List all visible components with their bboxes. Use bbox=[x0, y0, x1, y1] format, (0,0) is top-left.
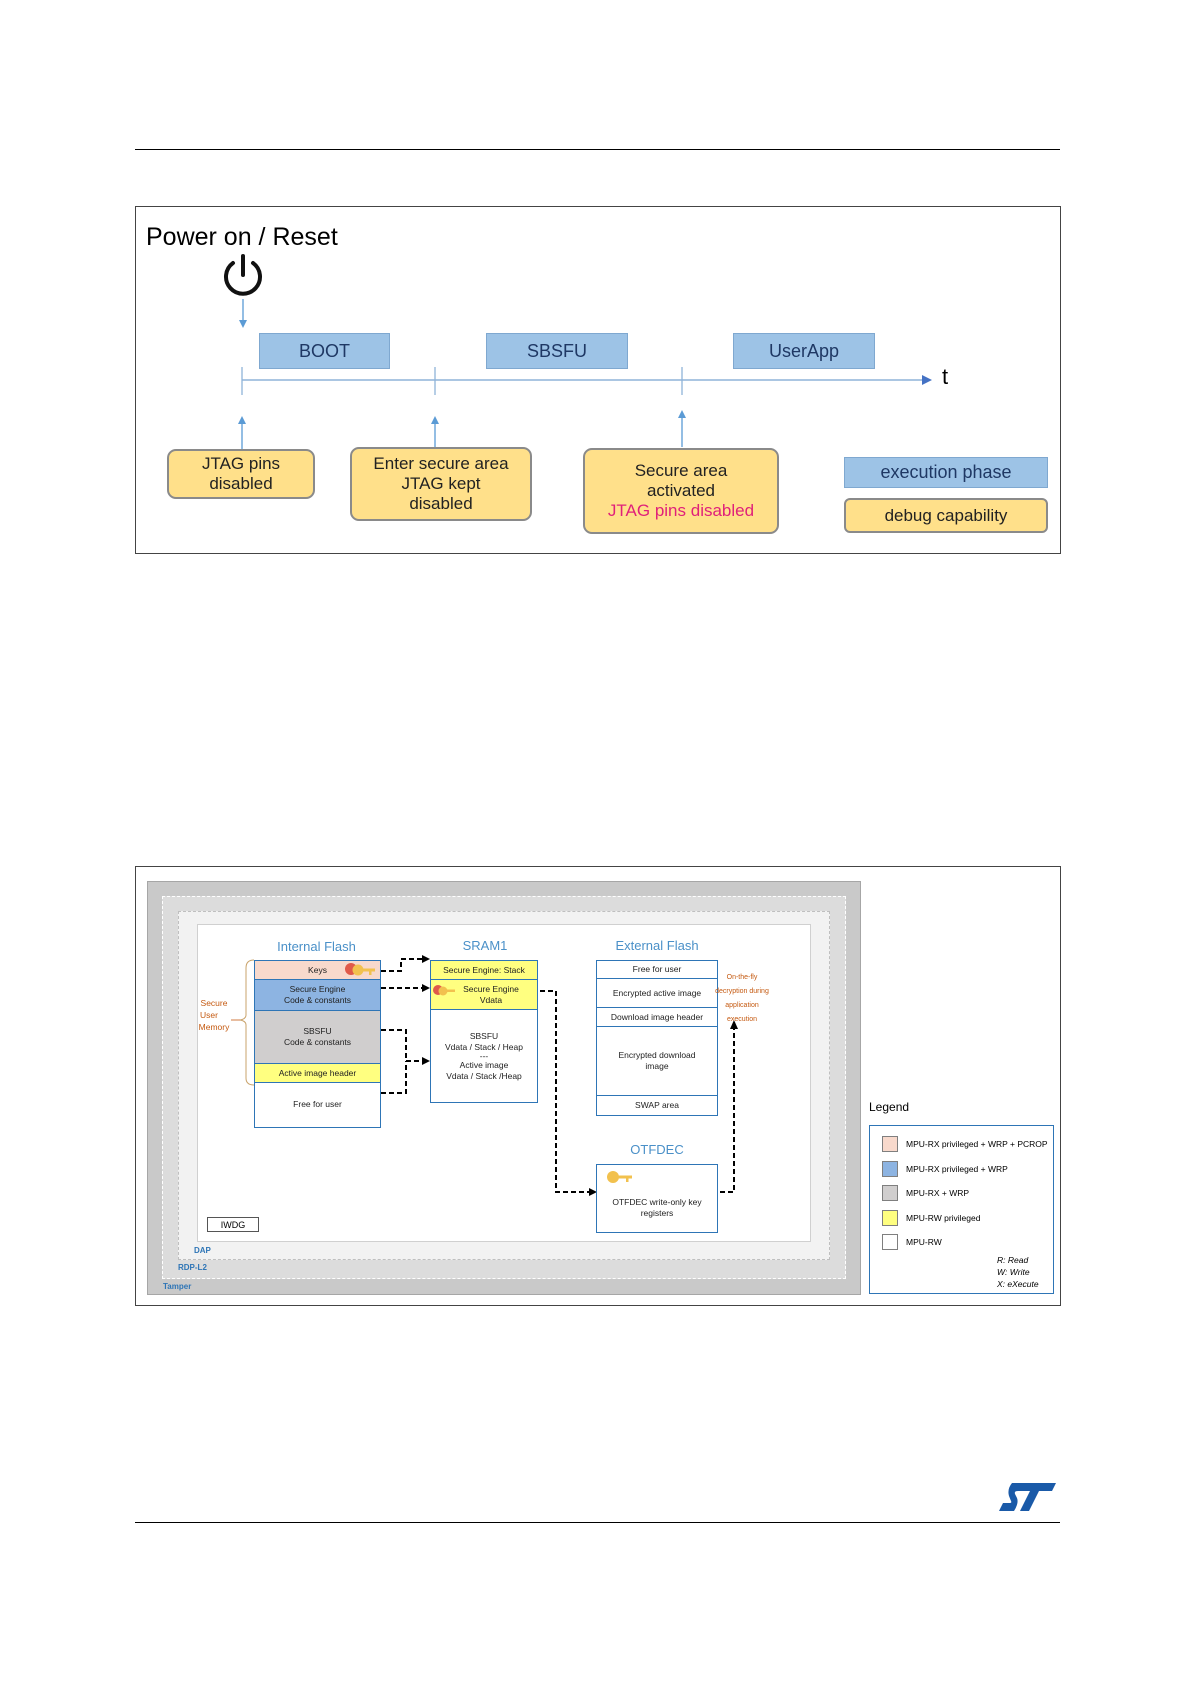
internal-flash-title: Internal Flash bbox=[277, 939, 356, 954]
se-vdata-cell: Secure Engine Vdata bbox=[431, 980, 537, 1010]
external-flash-column: Free for user Encrypted active image Dow… bbox=[596, 960, 718, 1116]
sram-sbsfu-cell: SBSFU Vdata / Stack / Heap --- Active im… bbox=[445, 1030, 523, 1081]
sram1-column: Secure Engine: Stack Secure Engine Vdata… bbox=[430, 960, 538, 1103]
key-icon-keys bbox=[345, 963, 375, 976]
if-free-cell: Free for user bbox=[293, 1099, 342, 1109]
phase-sbsfu: SBSFU bbox=[486, 333, 628, 369]
se-stack-cell: Secure Engine: Stack bbox=[431, 961, 537, 980]
enc-active-cell: Encrypted active image bbox=[597, 979, 717, 1008]
legend-item: MPU-RX + WRP bbox=[882, 1185, 969, 1201]
legend-swatch bbox=[882, 1234, 898, 1250]
secure-user-memory-label: Secure User Memory bbox=[198, 998, 230, 1032]
legend-item: MPU-RX privileged + WRP bbox=[882, 1161, 1008, 1177]
legend-execution-phase: execution phase bbox=[844, 457, 1048, 488]
header-rule bbox=[135, 149, 1060, 150]
iwdg-box: IWDG bbox=[207, 1217, 259, 1232]
internal-flash-column: Keys Secure Engine Code & constants SBSF… bbox=[254, 960, 381, 1128]
phase-boot: BOOT bbox=[259, 333, 390, 369]
st-logo bbox=[999, 1483, 1056, 1511]
swap-cell: SWAP area bbox=[635, 1100, 679, 1110]
debug-secure-activated: Secure area activated JTAG pins disabled bbox=[583, 448, 779, 534]
tamper-label: Tamper bbox=[163, 1282, 192, 1291]
enc-download-cell: Encrypted download image bbox=[597, 1027, 717, 1096]
sram1-title: SRAM1 bbox=[462, 938, 508, 953]
boot-timeline-figure: Power on / Reset t BOOT SBSFU UserApp JT… bbox=[135, 206, 1061, 554]
memory-protection-figure: Tamper RDP-L2 DAP IWDG Internal Flash SR… bbox=[135, 866, 1061, 1306]
power-title: Power on / Reset bbox=[146, 223, 338, 251]
se-code-cell: Secure Engine Code & constants bbox=[255, 980, 380, 1011]
legend-item: MPU-RX privileged + WRP + PCROP bbox=[882, 1136, 1048, 1152]
legend-debug-capability: debug capability bbox=[844, 498, 1048, 533]
otf-note: On-the-fly decryption during application… bbox=[715, 974, 769, 1023]
debug-jtag-disabled: JTAG pins disabled bbox=[167, 449, 315, 499]
legend-swatch bbox=[882, 1136, 898, 1152]
time-label: t bbox=[942, 364, 949, 389]
connectors-drawing bbox=[231, 955, 738, 1196]
otfdec-regs-cell: OTFDEC write-only key registers bbox=[612, 1197, 702, 1218]
otfdec-title: OTFDEC bbox=[630, 1142, 684, 1157]
power-icon bbox=[224, 254, 262, 296]
legend-swatch bbox=[882, 1210, 898, 1226]
legend-swatch bbox=[882, 1161, 898, 1177]
legend-box: MPU-RX privileged + WRP + PCROP MPU-RX p… bbox=[869, 1125, 1054, 1294]
legend-item: MPU-RW privileged bbox=[882, 1210, 980, 1226]
footer-rule bbox=[135, 1522, 1060, 1523]
rdp-label: RDP-L2 bbox=[178, 1263, 207, 1272]
external-flash-title: External Flash bbox=[615, 938, 699, 953]
dl-header-cell: Download image header bbox=[597, 1008, 717, 1027]
key-icon-otfdec bbox=[607, 1171, 632, 1183]
legend-notes: R: Read W: Write X: eXecute bbox=[997, 1255, 1039, 1289]
ef-free-cell: Free for user bbox=[597, 961, 717, 979]
dap-label: DAP bbox=[194, 1246, 211, 1255]
key-icon-sram bbox=[433, 985, 455, 996]
sbsfu-code-cell: SBSFU Code & constants bbox=[255, 1011, 380, 1064]
debug-enter-secure: Enter secure area JTAG kept disabled bbox=[350, 447, 532, 521]
active-header-cell: Active image header bbox=[255, 1064, 380, 1083]
legend-swatch bbox=[882, 1185, 898, 1201]
timeline-drawing bbox=[224, 254, 932, 449]
phase-userapp: UserApp bbox=[733, 333, 875, 369]
legend-item: MPU-RW bbox=[882, 1234, 942, 1250]
legend-title: Legend bbox=[869, 1100, 910, 1114]
